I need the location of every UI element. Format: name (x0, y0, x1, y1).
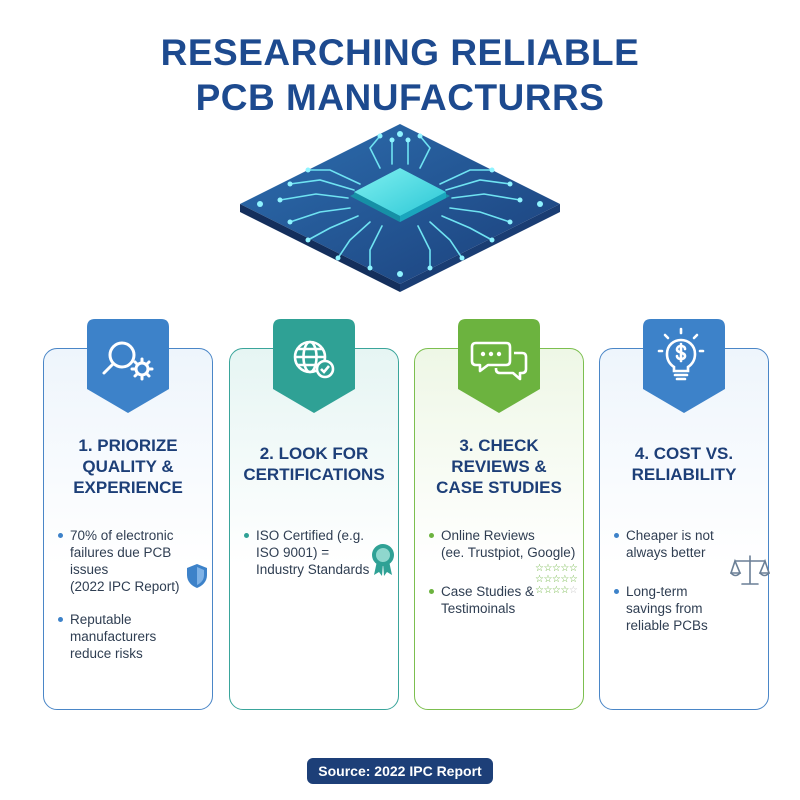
pcb-chip-illustration (220, 118, 580, 298)
card-badge (643, 319, 725, 413)
bullet-item: Long-term savings from reliable PCBs (614, 583, 762, 634)
chat-bubbles-icon (470, 341, 528, 381)
card-badge (273, 319, 355, 413)
page-title-line-1: RESEARCHING RELIABLE (160, 32, 640, 73)
bullet-item: Reputable manufacturers reduce risks (58, 611, 206, 662)
pcb-chip-icon (240, 124, 560, 292)
lightbulb-dollar-icon (657, 327, 705, 381)
card-quality-experience: 1. PRIORIZE QUALITY & EXPERIENCE 70% of … (43, 319, 213, 710)
card-bullets: 70% of electronic failures due PCB issue… (58, 527, 206, 678)
card-title: 2. LOOK FOR CERTIFICATIONS (243, 444, 385, 484)
star-row: ☆☆☆☆☆ (535, 574, 578, 585)
card-bullets: Online Reviews (ee. Trustpiot, Google) C… (429, 527, 577, 633)
bullet-item: Online Reviews (ee. Trustpiot, Google) (429, 527, 577, 561)
globe-check-icon (293, 340, 335, 379)
ribbon-award-icon (372, 544, 394, 576)
card-badge (458, 319, 540, 413)
card-cost-reliability: 4. COST VS. RELIABILITY Cheaper is not a… (599, 319, 770, 710)
card-title: 1. PRIORIZE QUALITY & EXPERIENCE (73, 436, 183, 497)
card-bullets: ISO Certified (e.g. ISO 9001) = Industry… (244, 527, 392, 594)
bullet-item: Case Studies & Testimoinals (429, 583, 577, 617)
bullet-item: Cheaper is not always better (614, 527, 762, 561)
card-bullets: Cheaper is not always better Long-term s… (614, 527, 762, 650)
balance-scale-icon (730, 555, 770, 585)
magnifier-gear-icon (102, 341, 154, 381)
card-badge (87, 319, 169, 413)
source-badge: Source: 2022 IPC Report (307, 758, 493, 784)
card-title: 4. COST VS. RELIABILITY (631, 444, 737, 484)
page-title-line-2: PCB MANUFACTURRS (195, 77, 605, 118)
star-row: ☆☆☆☆☆ (535, 563, 578, 574)
star-row: ☆☆☆☆☆ (535, 585, 578, 596)
shield-icon (187, 564, 207, 588)
card-title: 3. CHECK REVIEWS & CASE STUDIES (436, 436, 562, 497)
page-title: RESEARCHING RELIABLE PCB MANUFACTURRS (0, 30, 800, 120)
bullet-item: 70% of electronic failures due PCB issue… (58, 527, 206, 595)
bullet-item: ISO Certified (e.g. ISO 9001) = Industry… (244, 527, 392, 578)
card-certifications: 2. LOOK FOR CERTIFICATIONS ISO Certified… (229, 319, 399, 710)
star-rating-icon: ☆☆☆☆☆ ☆☆☆☆☆ ☆☆☆☆☆ (535, 563, 578, 596)
card-reviews-case-studies: 3. CHECK REVIEWS & CASE STUDIES Online R… (414, 319, 584, 710)
